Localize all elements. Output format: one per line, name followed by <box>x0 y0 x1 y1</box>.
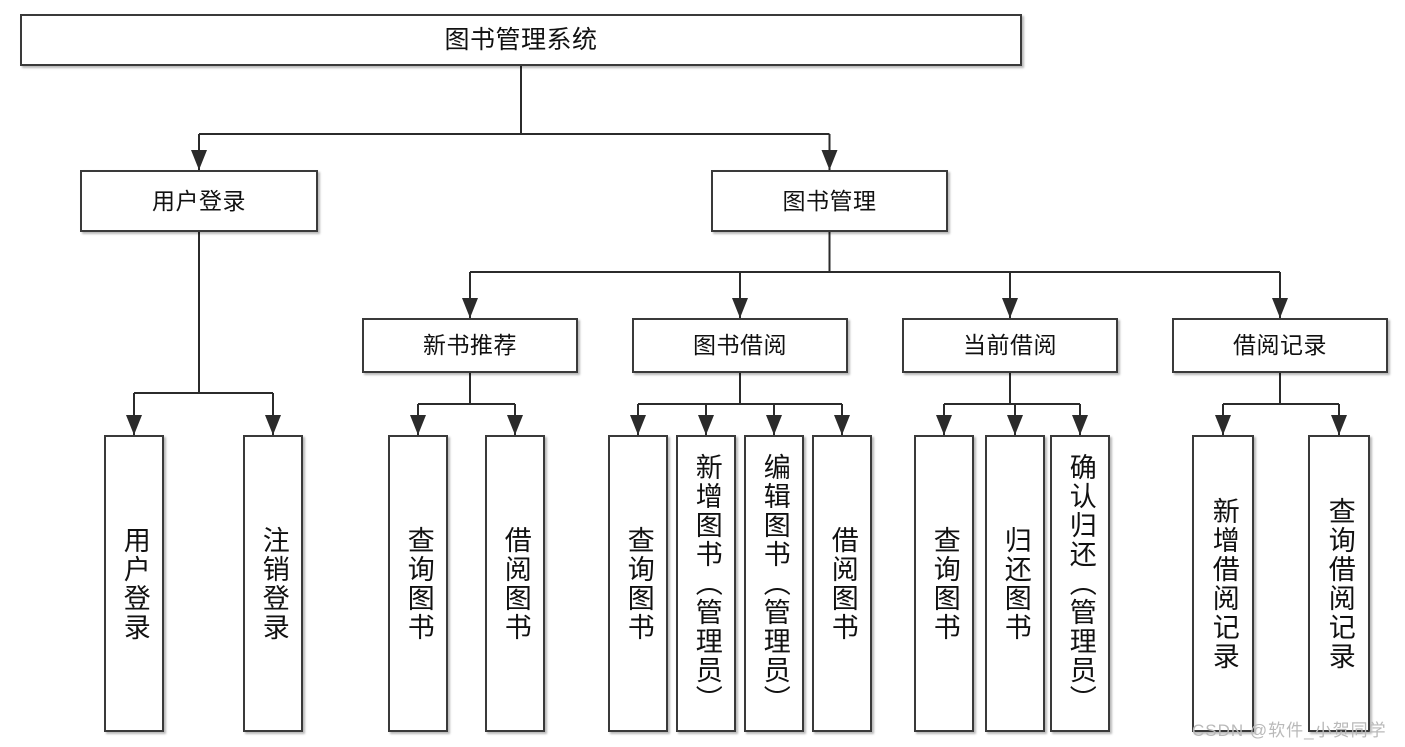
node-label: 借阅图书 <box>827 525 858 642</box>
node-current-borrow[interactable]: 当前借阅 <box>902 318 1118 373</box>
node-borrow-record[interactable]: 借阅记录 <box>1172 318 1388 373</box>
node-label: 新书推荐 <box>423 332 517 359</box>
node-user-login[interactable]: 用户登录 <box>80 170 318 232</box>
node-label: 图书管理系统 <box>444 25 598 54</box>
node-label: 图书管理 <box>782 187 877 214</box>
node-label: 查询图书 <box>929 525 960 642</box>
node-label: 归还图书 <box>1000 525 1031 642</box>
node-label: 当前借阅 <box>963 332 1057 359</box>
node-leaf-user-logout[interactable]: 注销登录 <box>243 435 303 732</box>
node-leaf-confirm-return[interactable]: 确认归还（管理员） <box>1050 435 1110 732</box>
node-leaf-query-record[interactable]: 查询借阅记录 <box>1308 435 1370 732</box>
node-label: 编辑图书（管理员） <box>759 453 790 714</box>
node-leaf-query-book-2[interactable]: 查询图书 <box>608 435 668 732</box>
node-label: 查询图书 <box>403 525 434 642</box>
node-leaf-query-book-3[interactable]: 查询图书 <box>914 435 974 732</box>
node-label: 借阅记录 <box>1233 332 1327 359</box>
node-label: 新增借阅记录 <box>1208 496 1239 671</box>
node-leaf-borrow-book-1[interactable]: 借阅图书 <box>485 435 545 732</box>
node-leaf-edit-book[interactable]: 编辑图书（管理员） <box>744 435 804 732</box>
node-label: 注销登录 <box>258 525 289 642</box>
node-label: 确认归还（管理员） <box>1065 453 1096 714</box>
node-label: 新增图书（管理员） <box>691 453 722 714</box>
csdn-watermark: CSDN @软件_小贺同学 <box>1192 721 1387 740</box>
node-leaf-user-login[interactable]: 用户登录 <box>104 435 164 732</box>
node-leaf-borrow-book-2[interactable]: 借阅图书 <box>812 435 872 732</box>
node-root[interactable]: 图书管理系统 <box>20 14 1022 66</box>
node-book-manage[interactable]: 图书管理 <box>711 170 948 232</box>
node-label: 图书借阅 <box>693 332 787 359</box>
node-leaf-add-record[interactable]: 新增借阅记录 <box>1192 435 1254 732</box>
node-new-book-rec[interactable]: 新书推荐 <box>362 318 578 373</box>
node-label: 用户登录 <box>119 525 150 642</box>
node-leaf-add-book[interactable]: 新增图书（管理员） <box>676 435 736 732</box>
node-label: 借阅图书 <box>500 525 531 642</box>
node-leaf-return-book[interactable]: 归还图书 <box>985 435 1045 732</box>
node-label: 查询图书 <box>623 525 654 642</box>
node-label: 查询借阅记录 <box>1324 496 1355 671</box>
node-leaf-query-book-1[interactable]: 查询图书 <box>388 435 448 732</box>
node-label: 用户登录 <box>152 187 246 214</box>
node-book-borrow[interactable]: 图书借阅 <box>632 318 848 373</box>
